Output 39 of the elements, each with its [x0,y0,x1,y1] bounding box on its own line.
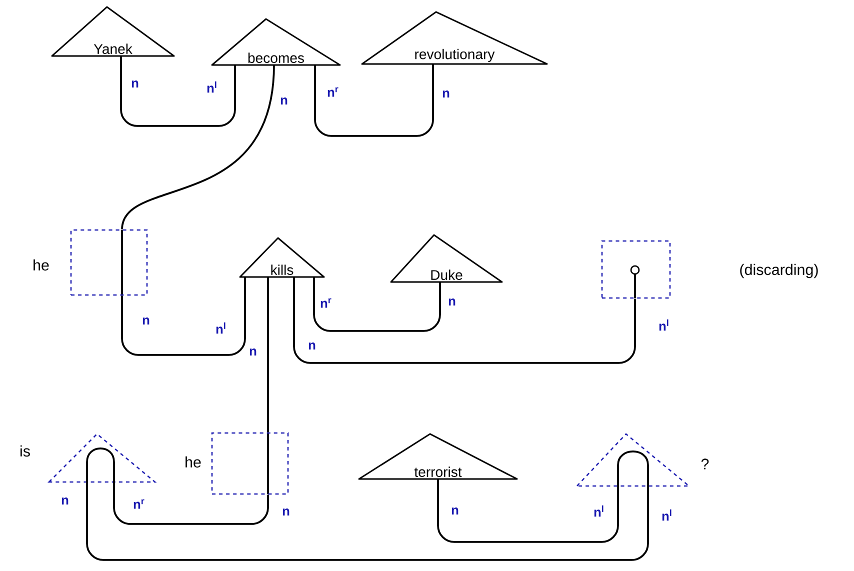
wire [293,276,636,364]
word-label: ? [701,458,709,470]
dashed-box [211,432,289,495]
type-label: n$^{l}$ [207,81,216,93]
word-triangle: kills [239,237,325,278]
type-label: n$^{r}$ [328,87,338,97]
type-label: n [282,508,290,516]
type-label: n [280,98,288,104]
wire [437,478,619,543]
wire [113,482,269,525]
type-label: n [442,90,450,98]
type-label: n [250,348,256,356]
type-label: n [448,298,456,306]
note-text: (discarding) [740,264,818,278]
wire [267,276,269,432]
word-label: he [186,456,201,468]
word-triangle: Yanek [51,6,175,57]
wire [121,276,246,356]
word-label: he [34,259,49,271]
wire [313,276,441,332]
type-label: n [132,80,138,88]
wire [120,56,236,127]
type-label: n [62,498,68,504]
word-triangle: becomes [211,18,341,66]
dashed-box [601,240,671,299]
type-label: n [142,318,150,324]
wire [314,64,434,137]
wire [86,482,649,561]
word-triangle: terrorist [358,433,518,480]
dashed-box [70,229,148,296]
word-triangle: Duke [390,234,503,283]
word-label: is [20,445,30,457]
word-triangle: revolutionary [361,11,548,65]
type-label: n [308,342,316,350]
wire [121,64,275,230]
type-label: n$^{l}$ [662,509,672,521]
type-label: n$^{r}$ [320,298,332,308]
type-label: n$^{l}$ [216,322,226,334]
type-label: n [452,508,458,514]
